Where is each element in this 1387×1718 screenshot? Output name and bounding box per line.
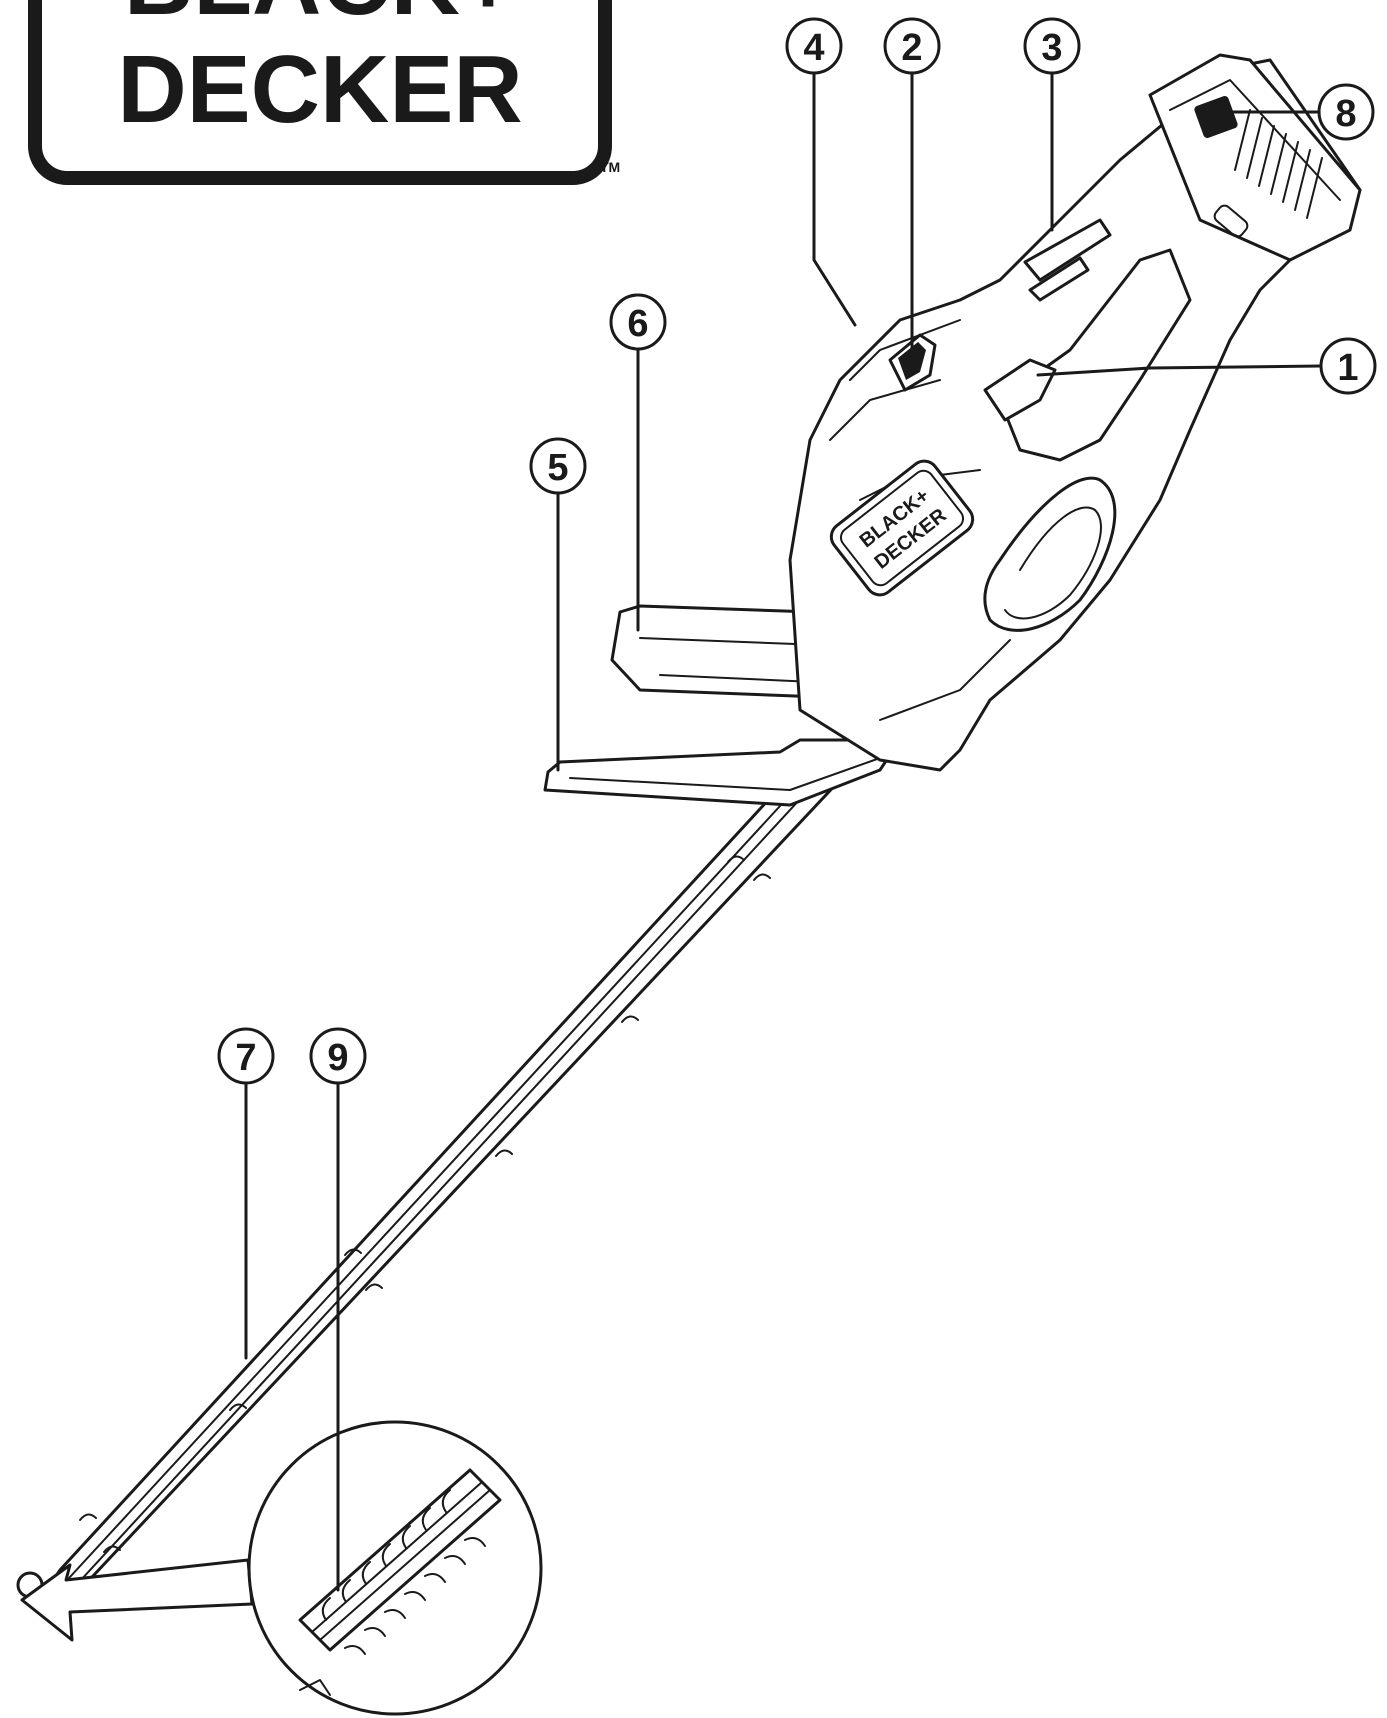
callout-6-number: 6 [627,303,648,345]
callout-5-number: 5 [547,447,568,489]
blade-guard [543,738,902,807]
battery-pack [1148,53,1362,262]
blade-teeth [79,855,771,1553]
callout-3: 3 [1023,17,1081,75]
grip-slot-lower [1028,256,1090,302]
badge-frame [829,459,975,597]
blade-center-line [57,767,816,1591]
battery-ribs [1234,109,1323,219]
badge-inner-frame [839,469,965,587]
magnified-teeth [298,1468,502,1696]
callout-5: 5 [529,437,587,495]
callout-8-number: 8 [1335,93,1356,135]
blade-detail-zoom [20,1420,543,1716]
rear-handle-opening [998,248,1192,462]
callout-9: 9 [309,1027,367,1085]
callouts: 1 2 3 4 5 6 7 8 [217,17,1377,1085]
callout-2: 2 [883,17,941,75]
motor-housing [788,58,1362,772]
logo-line-1: BLACK+ [124,0,516,35]
callout-6: 6 [609,293,667,351]
brand-logo: BLACK+ DECKER TM [28,0,620,185]
grip-slot-upper [1023,218,1112,282]
callout-4-number: 4 [803,27,824,69]
battery-latch [1213,204,1249,238]
callout-7: 7 [217,1027,275,1085]
callout-1: 1 [1319,337,1377,395]
leader-4 [812,72,857,327]
callout-1-number: 1 [1337,347,1358,389]
callout-9-number: 9 [327,1037,348,1079]
logo-frame [28,0,612,185]
callout-3-number: 3 [1041,27,1062,69]
logo-line-2: DECKER [117,36,522,143]
callout-7-number: 7 [235,1037,256,1079]
logo-trademark: TM [600,159,620,175]
guard-shape [543,738,902,807]
housing-vent-oval [983,476,1117,632]
battery-release-button [1194,95,1238,139]
callout-4: 4 [785,17,843,75]
callout-8: 8 [1317,83,1375,141]
leader-lines [244,58,1322,1592]
leader-1 [1036,364,1322,377]
callout-2-number: 2 [901,27,922,69]
zoom-arrow [20,1558,254,1642]
blade-edge-line [67,771,826,1595]
